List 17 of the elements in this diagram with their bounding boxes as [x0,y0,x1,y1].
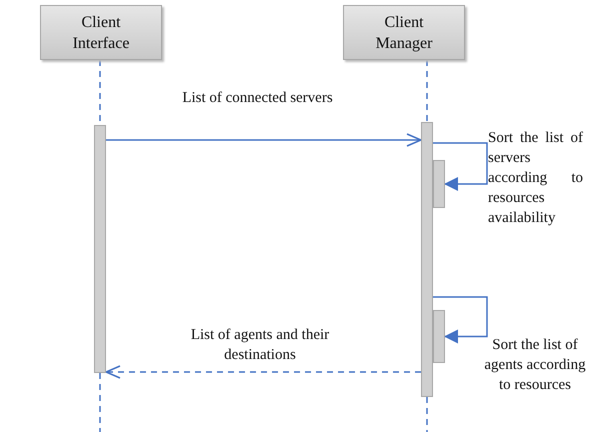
message-label: Sort the list of servers according to resources availability [488,129,583,228]
activation-bar [421,122,433,397]
self-message-arrow [433,142,488,191]
activation-bar [433,160,445,208]
return-message-arrow [105,365,421,379]
activation-bar [94,125,106,373]
lifeline [99,373,101,432]
message-label: List of agents and their destinations [190,326,330,365]
self-message-arrow [433,296,488,344]
message-label: List of connected servers [181,89,334,108]
lifeline-header: Client Manager [343,5,465,60]
message-arrow [106,133,422,147]
lifeline [426,60,428,122]
message-label: Sort the list of agents according to resources [483,336,587,395]
lifeline-header: Client Interface [40,5,162,60]
lifeline [426,397,428,432]
activation-bar [433,310,445,363]
